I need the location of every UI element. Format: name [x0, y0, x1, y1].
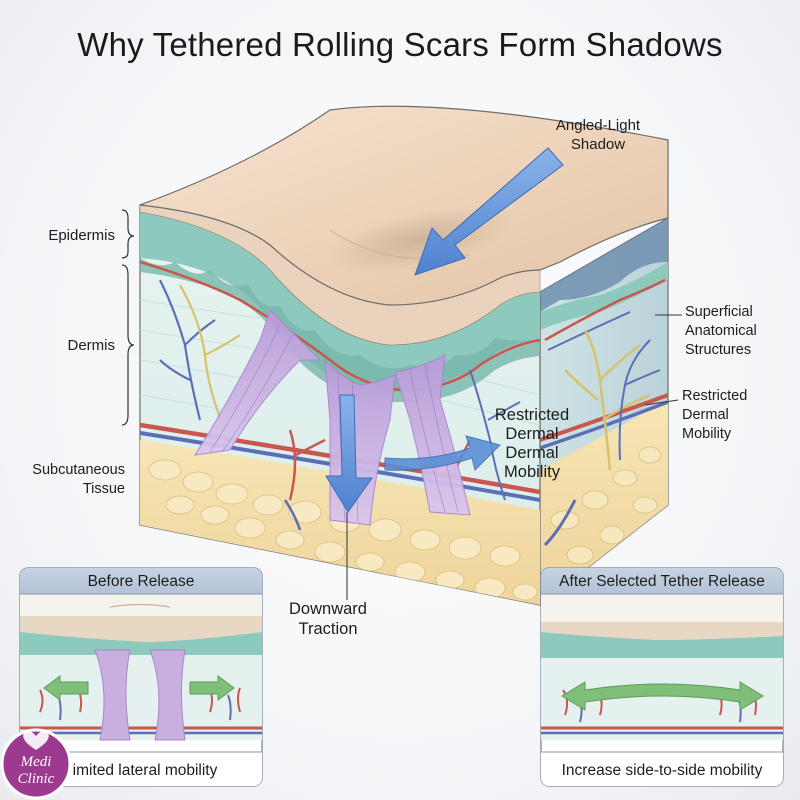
- after-release-panel: After Selected Tether Release Increase s…: [540, 567, 784, 787]
- layer-brackets: [121, 209, 135, 426]
- restricted-center-line1: Restricted: [495, 406, 569, 424]
- dermis-label: Dermis: [68, 337, 116, 354]
- before-release-title: Before Release: [88, 573, 195, 590]
- clinic-logo: Medi Clinic: [0, 728, 72, 800]
- logo-text-line2: Clinic: [18, 771, 55, 787]
- superficial-structures-label-line1: Superficial: [685, 304, 753, 320]
- angled-light-label-line1: Angled-Light: [556, 117, 641, 134]
- subcutaneous-label-line1: Subcutaneous: [32, 462, 125, 478]
- restricted-center-line2: Dermal: [505, 425, 558, 443]
- downward-traction-label-line2: Traction: [299, 620, 358, 638]
- epidermis-label: Epidermis: [48, 227, 115, 244]
- restricted-center-line3: Dermal: [505, 444, 558, 462]
- after-release-title: After Selected Tether Release: [559, 573, 765, 590]
- before-release-panel: Before Release imited lateral mobility: [19, 567, 263, 787]
- restricted-center-line4: Mobility: [504, 463, 561, 481]
- light-arrow-icon: [414, 147, 564, 276]
- before-release-caption: imited lateral mobility: [73, 762, 218, 779]
- after-lateral-arrow-icon: [561, 681, 764, 711]
- logo-heart-icon: [23, 731, 49, 750]
- restricted-mobility-center-label: Restricted Dermal Dermal Mobility: [495, 406, 569, 481]
- block-side-face: [539, 216, 669, 607]
- superficial-structures-label-line2: Anatomical: [685, 323, 757, 339]
- after-release-caption: Increase side-to-side mobility: [562, 762, 763, 779]
- angled-light-label-line2: Shadow: [571, 136, 625, 153]
- superficial-structures-label-line3: Structures: [685, 342, 751, 358]
- restricted-mobility-right-line1: Restricted: [682, 388, 747, 404]
- page-title: Why Tethered Rolling Scars Form Shadows: [77, 26, 723, 63]
- restricted-mobility-right-line3: Mobility: [682, 426, 732, 442]
- before-lateral-arrow-icon: [43, 675, 235, 701]
- logo-text-line1: Medi: [20, 754, 52, 770]
- restricted-mobility-right-line2: Dermal: [682, 407, 729, 423]
- downward-traction-label-line1: Downward: [289, 600, 367, 618]
- subcutaneous-label-line2: Tissue: [83, 481, 125, 497]
- downward-arrow-icon: [325, 394, 373, 513]
- lateral-arrow-icon: [384, 435, 501, 471]
